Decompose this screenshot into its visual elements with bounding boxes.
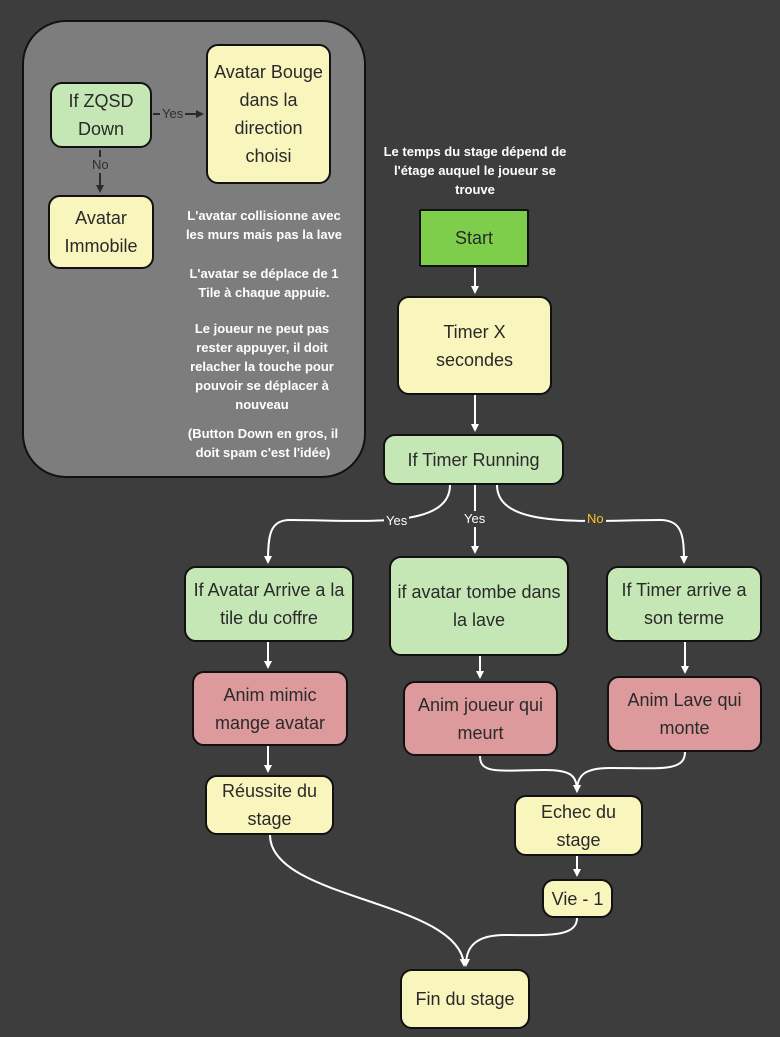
node-anim-mimic[interactable]: Anim mimic mange avatar <box>192 671 348 746</box>
node-timer[interactable]: Timer X secondes <box>397 296 552 395</box>
note-collision: L'avatar collisionne avec les murs mais … <box>185 208 343 242</box>
node-label: Avatar Immobile <box>64 208 138 256</box>
edge-joueur-to-echec <box>479 755 581 793</box>
edge-label-zqsd-no: No <box>90 157 111 173</box>
edge-reussite-to-fin <box>269 834 468 967</box>
node-label: Avatar Bouge dans la direction choisi <box>214 62 323 166</box>
edge-running-to-coffre <box>264 484 451 564</box>
node-label: Anim joueur qui meurt <box>417 694 544 743</box>
node-echec[interactable]: Echec du stage <box>514 795 643 856</box>
node-label: Vie - 1 <box>551 888 604 909</box>
node-reussite[interactable]: Réussite du stage <box>205 775 334 835</box>
edge-label-zqsd-yes: Yes <box>160 106 186 122</box>
edge-label-running-yes-mid: Yes <box>462 511 488 527</box>
node-anim-joueur[interactable]: Anim joueur qui meurt <box>403 681 558 756</box>
node-avatar-bouge[interactable]: Avatar Bouge dans la direction choisi <box>206 44 331 184</box>
node-if-timer-terme[interactable]: If Timer arrive a son terme <box>606 566 762 642</box>
node-label: If Timer arrive a son terme <box>621 580 747 628</box>
node-start[interactable]: Start <box>419 209 529 267</box>
node-vie[interactable]: Vie - 1 <box>542 879 613 918</box>
node-if-timer-running[interactable]: If Timer Running <box>383 434 564 485</box>
node-label: Anim Lave qui monte <box>627 690 742 738</box>
edge-running-to-terme <box>496 484 688 564</box>
node-if-tombe-lave[interactable]: if avatar tombe dans la lave <box>389 556 569 656</box>
node-label: If Timer Running <box>407 449 540 470</box>
node-label: Start <box>454 228 493 248</box>
node-label: Anim mimic mange avatar <box>214 684 326 733</box>
edge-vie-to-fin <box>462 917 578 967</box>
node-label: if avatar tombe dans la lave <box>397 582 561 630</box>
node-avatar-immobile[interactable]: Avatar Immobile <box>48 195 154 269</box>
node-label: If ZQSD Down <box>68 91 134 139</box>
node-anim-lave[interactable]: Anim Lave qui monte <box>607 676 762 752</box>
node-fin[interactable]: Fin du stage <box>400 969 530 1029</box>
edge-anim-lave-to-echec <box>573 751 686 793</box>
note-button-down: (Button Down en gros, il doit spam c'est… <box>187 426 339 460</box>
node-label: If Avatar Arrive a la tile du coffre <box>193 580 345 628</box>
node-label: Echec du stage <box>540 801 617 850</box>
note-deplacement: L'avatar se déplace de 1 Tile à chaque a… <box>189 266 339 300</box>
node-label: Timer X secondes <box>435 321 514 370</box>
node-if-arrive-coffre[interactable]: If Avatar Arrive a la tile du coffre <box>184 566 354 642</box>
node-if-zqsd-down[interactable]: If ZQSD Down <box>50 82 152 148</box>
edge-label-running-no: No <box>585 511 606 527</box>
note-relacher: Le joueur ne peut pas rester appuyer, il… <box>190 321 334 412</box>
node-label: Réussite du stage <box>221 781 318 829</box>
node-label: Fin du stage <box>415 989 515 1009</box>
edge-label-running-yes-left: Yes <box>384 513 410 529</box>
note-temps-stage: Le temps du stage dépend de l'étage auqu… <box>383 144 567 197</box>
